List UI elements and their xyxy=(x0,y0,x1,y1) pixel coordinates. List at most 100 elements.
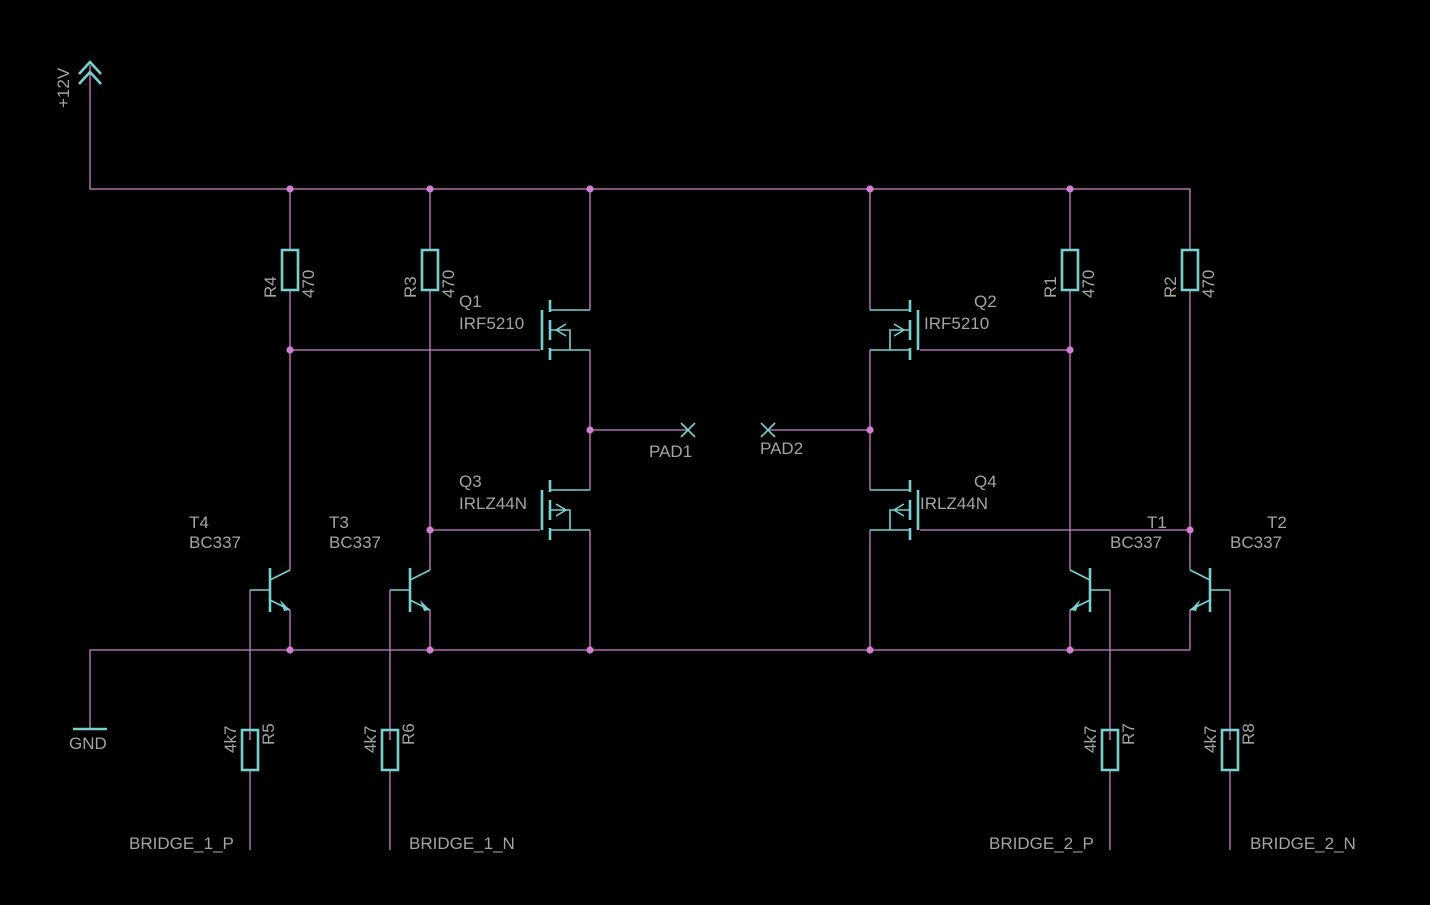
resistor-value: 470 xyxy=(299,270,318,298)
supply-symbol: +12V xyxy=(54,60,102,108)
resistor-name: R3 xyxy=(401,276,420,298)
wire-ground-rail xyxy=(89,649,1190,728)
transistor-part: BC337 xyxy=(329,533,381,552)
transistor-name: T1 xyxy=(1147,513,1167,532)
transistor-t1[interactable]: T1 BC337 xyxy=(1069,513,1167,612)
p-mosfet-icon xyxy=(870,300,920,360)
resistor-body-icon xyxy=(380,728,400,772)
junction-dot xyxy=(586,646,594,654)
mosfet-q2[interactable]: Q2 IRF5210 xyxy=(870,292,997,360)
mosfet-name: Q3 xyxy=(459,472,482,491)
resistor-value: 470 xyxy=(439,270,458,298)
resistor-value: 4k7 xyxy=(1081,726,1100,753)
resistor-r6[interactable]: 4k7 R6 xyxy=(361,723,418,772)
resistor-body-icon xyxy=(420,248,440,292)
transistor-name: T4 xyxy=(189,513,209,532)
resistor-value: 4k7 xyxy=(1201,726,1220,753)
junction-dot xyxy=(426,526,434,534)
npn-transistor-icon xyxy=(390,568,431,612)
junction-dot xyxy=(1066,185,1074,193)
n-mosfet-icon xyxy=(870,480,920,540)
transistor-t2[interactable]: T2 BC337 xyxy=(1189,513,1287,612)
wires xyxy=(89,65,1231,850)
transistor-part: BC337 xyxy=(1230,533,1282,552)
junction-dot xyxy=(1066,346,1074,354)
junctions xyxy=(286,185,1194,654)
resistor-name: R2 xyxy=(1161,276,1180,298)
resistor-r2[interactable]: R2 470 xyxy=(1161,248,1218,298)
resistor-value: 470 xyxy=(1199,270,1218,298)
mosfet-name: Q4 xyxy=(974,472,997,491)
resistor-body-icon xyxy=(1100,728,1120,772)
net-label-bridge-2-n: BRIDGE_2_N xyxy=(1250,834,1356,853)
transistor-t4[interactable]: T4 BC337 xyxy=(189,513,291,612)
n-mosfet-icon xyxy=(540,480,590,540)
transistor-part: BC337 xyxy=(1110,533,1162,552)
junction-dot xyxy=(866,426,874,434)
junction-dot xyxy=(286,346,294,354)
mosfet-part: IRLZ44N xyxy=(459,494,527,513)
resistor-r3[interactable]: R3 470 xyxy=(401,248,458,298)
junction-dot xyxy=(426,185,434,193)
net-label-bridge-1-n: BRIDGE_1_N xyxy=(409,834,515,853)
resistor-name: R5 xyxy=(259,723,278,745)
mosfet-part: IRF5210 xyxy=(924,314,989,333)
junction-dot xyxy=(1066,646,1074,654)
resistor-r5[interactable]: 4k7 R5 xyxy=(221,723,278,772)
resistor-value: 4k7 xyxy=(221,726,240,753)
pad-pad1[interactable]: PAD1 xyxy=(649,422,696,461)
resistor-body-icon xyxy=(240,728,260,772)
resistor-body-icon xyxy=(1060,248,1080,292)
junction-dot xyxy=(586,185,594,193)
resistor-name: R1 xyxy=(1041,276,1060,298)
supply-label: +12V xyxy=(54,67,73,108)
junction-dot xyxy=(1186,526,1194,534)
npn-transistor-icon xyxy=(1069,568,1110,612)
resistor-value: 4k7 xyxy=(361,726,380,753)
junction-dot xyxy=(586,426,594,434)
junction-dot xyxy=(426,646,434,654)
transistor-t3[interactable]: T3 BC337 xyxy=(329,513,431,612)
npn-transistor-icon xyxy=(1189,568,1230,612)
transistor-part: BC337 xyxy=(189,533,241,552)
mosfet-part: IRF5210 xyxy=(459,314,524,333)
wire-supply-rail xyxy=(89,65,1191,250)
junction-dot xyxy=(286,646,294,654)
junction-dot xyxy=(866,185,874,193)
transistor-name: T2 xyxy=(1267,513,1287,532)
pad-label: PAD1 xyxy=(649,442,692,461)
resistor-r7[interactable]: 4k7 R7 xyxy=(1081,723,1138,772)
mosfet-q3[interactable]: Q3 IRLZ44N xyxy=(459,472,590,540)
junction-dot xyxy=(286,185,294,193)
npn-transistor-icon xyxy=(250,568,291,612)
mosfet-part: IRLZ44N xyxy=(920,494,988,513)
mosfet-q1[interactable]: Q1 IRF5210 xyxy=(459,292,590,360)
resistor-name: R6 xyxy=(399,723,418,745)
ground-label: GND xyxy=(69,734,107,753)
net-label-bridge-2-p: BRIDGE_2_P xyxy=(989,834,1094,853)
pad-pad2[interactable]: PAD2 xyxy=(760,422,803,458)
resistor-body-icon xyxy=(1180,248,1200,292)
resistor-value: 470 xyxy=(1079,270,1098,298)
mosfet-name: Q1 xyxy=(459,292,482,311)
transistor-name: T3 xyxy=(329,513,349,532)
resistor-r4[interactable]: R4 470 xyxy=(261,248,318,298)
junction-dot xyxy=(866,646,874,654)
pad-cross-icon xyxy=(760,422,776,438)
pad-label: PAD2 xyxy=(760,439,803,458)
pad-cross-icon xyxy=(680,422,696,438)
resistor-body-icon xyxy=(1220,728,1240,772)
resistor-name: R7 xyxy=(1119,723,1138,745)
resistor-r1[interactable]: R1 470 xyxy=(1041,248,1098,298)
resistor-name: R4 xyxy=(261,276,280,298)
p-mosfet-icon xyxy=(540,300,590,360)
resistor-name: R8 xyxy=(1239,723,1258,745)
net-label-bridge-1-p: BRIDGE_1_P xyxy=(129,834,234,853)
resistor-body-icon xyxy=(280,248,300,292)
ground-symbol: GND xyxy=(69,727,107,753)
resistor-r8[interactable]: 4k7 R8 xyxy=(1201,723,1258,772)
mosfet-q4[interactable]: Q4 IRLZ44N xyxy=(870,472,997,540)
supply-arrow-icon xyxy=(78,60,102,85)
